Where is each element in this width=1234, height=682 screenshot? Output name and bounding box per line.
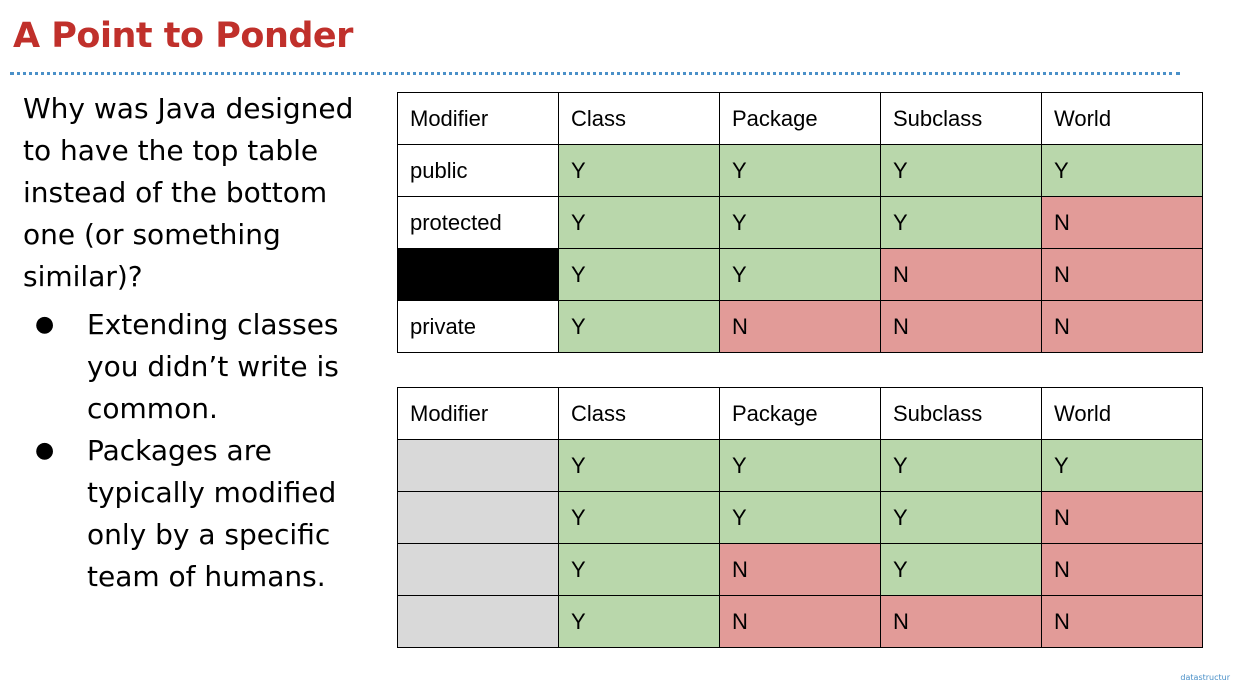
access-cell-subclass: Y xyxy=(880,144,1042,197)
modifier-cell-blank xyxy=(397,248,559,301)
access-cell-package: Y xyxy=(719,248,881,301)
access-cell-subclass: N xyxy=(880,248,1042,301)
access-cell-subclass: N xyxy=(880,300,1042,353)
modifier-cell-private: private xyxy=(397,300,559,353)
access-cell-subclass: N xyxy=(880,595,1042,648)
access-cell-class: Y xyxy=(558,543,720,596)
modifier-cell-blank xyxy=(397,439,559,492)
question-text: Why was Java designed to have the top ta… xyxy=(23,92,354,293)
access-cell-subclass: Y xyxy=(880,491,1042,544)
access-cell-world: N xyxy=(1041,491,1203,544)
access-cell-world: N xyxy=(1041,543,1203,596)
access-cell-world: N xyxy=(1041,300,1203,353)
bullet-text: Packages are typically modified only by … xyxy=(87,434,337,593)
header-cell-subclass: Subclass xyxy=(880,92,1042,145)
header-cell-package: Package xyxy=(719,387,881,440)
slide-body: Why was Java designed to have the top ta… xyxy=(23,88,373,598)
bullet-icon: ● xyxy=(35,312,55,337)
bullet-icon: ● xyxy=(35,438,55,463)
access-cell-subclass: Y xyxy=(880,196,1042,249)
access-cell-package: Y xyxy=(719,439,881,492)
modifier-cell-blank xyxy=(397,595,559,648)
modifier-cell-blank xyxy=(397,543,559,596)
access-cell-package: Y xyxy=(719,491,881,544)
access-cell-subclass: Y xyxy=(880,543,1042,596)
modifier-cell-public: public xyxy=(397,144,559,197)
access-cell-world: Y xyxy=(1041,144,1203,197)
header-cell-world: World xyxy=(1041,387,1203,440)
slide-title: A Point to Ponder xyxy=(13,16,353,56)
header-cell-world: World xyxy=(1041,92,1203,145)
header-cell-modifier: Modifier xyxy=(397,387,559,440)
access-cell-package: N xyxy=(719,300,881,353)
access-cell-class: Y xyxy=(558,248,720,301)
access-cell-package: N xyxy=(719,543,881,596)
access-cell-class: Y xyxy=(558,144,720,197)
access-cell-world: N xyxy=(1041,196,1203,249)
bullet-item: ● Packages are typically modified only b… xyxy=(23,430,373,598)
access-cell-class: Y xyxy=(558,491,720,544)
access-cell-world: N xyxy=(1041,595,1203,648)
access-cell-subclass: Y xyxy=(880,439,1042,492)
access-cell-class: Y xyxy=(558,300,720,353)
access-cell-package: Y xyxy=(719,196,881,249)
access-cell-world: Y xyxy=(1041,439,1203,492)
access-cell-class: Y xyxy=(558,595,720,648)
modifier-cell-blank xyxy=(397,491,559,544)
access-cell-package: Y xyxy=(719,144,881,197)
header-cell-subclass: Subclass xyxy=(880,387,1042,440)
bullet-list: ● Extending classes you didn’t write is … xyxy=(23,304,373,598)
access-cell-package: N xyxy=(719,595,881,648)
header-cell-class: Class xyxy=(558,92,720,145)
access-cell-class: Y xyxy=(558,196,720,249)
bullet-text: Extending classes you didn’t write is co… xyxy=(87,308,339,425)
dotted-divider xyxy=(10,72,1180,75)
header-cell-modifier: Modifier xyxy=(397,92,559,145)
access-cell-world: N xyxy=(1041,248,1203,301)
bullet-item: ● Extending classes you didn’t write is … xyxy=(23,304,373,430)
header-cell-class: Class xyxy=(558,387,720,440)
access-cell-class: Y xyxy=(558,439,720,492)
modifier-cell-protected: protected xyxy=(397,196,559,249)
header-cell-package: Package xyxy=(719,92,881,145)
footer-text: datastructur xyxy=(1180,673,1230,682)
